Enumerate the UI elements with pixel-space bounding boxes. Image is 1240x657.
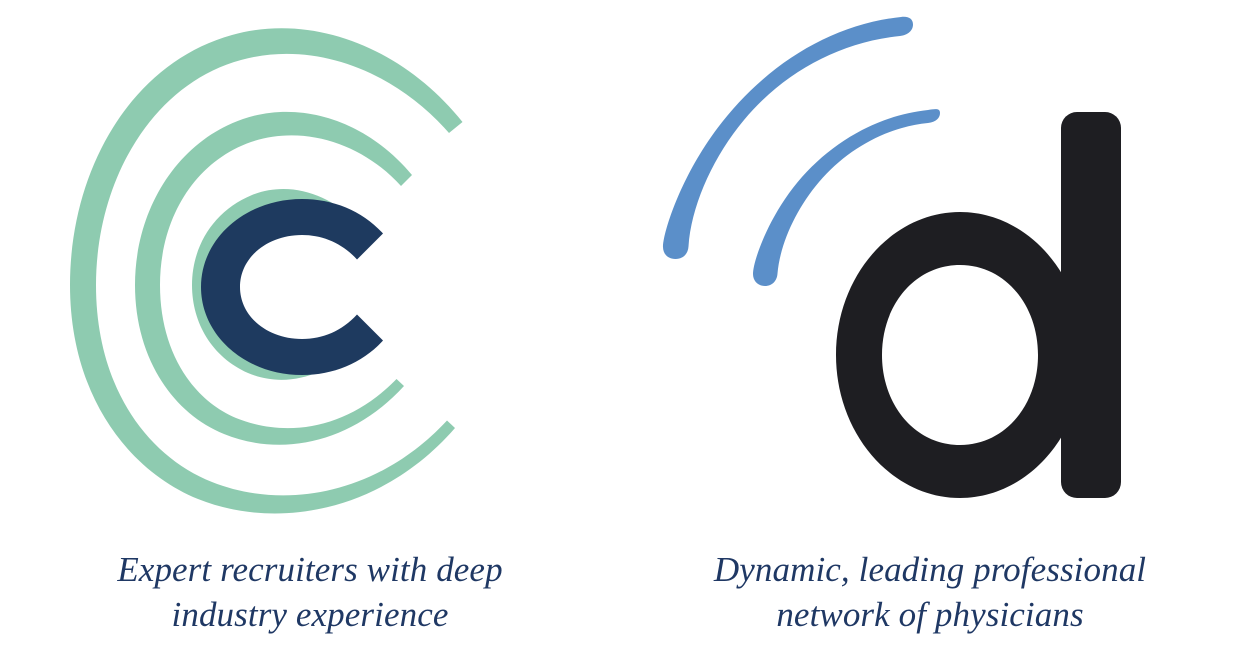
dark-letter-d-stem [1061, 112, 1121, 498]
curative-c-logo-graphic [70, 28, 463, 514]
caption-left: Expert recruiters with deep industry exp… [117, 550, 503, 634]
dark-letter-d-bowl [836, 212, 1084, 498]
panel-left: Expert recruiters with deep industry exp… [0, 0, 620, 634]
blue-arc-outer [663, 16, 913, 260]
doximity-d-logo [620, 0, 1240, 525]
green-arc-middle [135, 111, 412, 445]
blue-arc-inner [753, 109, 940, 286]
curative-c-logo [0, 0, 620, 525]
navy-letter-c [201, 199, 383, 375]
caption-right: Dynamic, leading professional network of… [713, 550, 1147, 634]
doximity-d-logo-graphic [663, 16, 1121, 498]
panel-right: Dynamic, leading professional network of… [620, 0, 1240, 657]
